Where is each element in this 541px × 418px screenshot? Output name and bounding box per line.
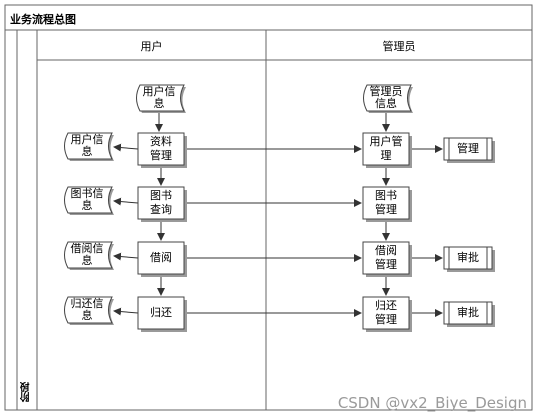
user-info-doc-label: 用户信 息 — [142, 85, 176, 110]
admin-process-user-mgmt — [362, 132, 410, 166]
user-process-borrow — [137, 241, 185, 275]
admin-info-doc — [363, 84, 412, 112]
user-data-doc-profile-mgmt — [64, 132, 113, 160]
user-data-doc-book-search — [64, 186, 113, 214]
watermark: CSDN @vx2_Biye_Design — [337, 394, 527, 412]
arrow-user-to-doc-book-search — [113, 197, 139, 206]
lane-header-admin: 管理员 — [382, 40, 416, 53]
admin-process-borrow-mgmt — [362, 241, 410, 275]
stage-label: 阶段 — [21, 382, 32, 402]
user-process-return — [137, 296, 185, 330]
user-data-doc-borrow-label: 借阅信 息 — [70, 242, 104, 267]
user-data-doc-book-search-label: 图书信 息 — [70, 187, 104, 212]
admin-process-user-mgmt-label: 用户管 理 — [369, 135, 403, 162]
admin-process-return-mgmt-label: 归还 管理 — [375, 299, 397, 326]
admin-predefined-2 — [443, 301, 493, 325]
admin-process-book-mgmt-label: 图书 管理 — [375, 189, 397, 216]
connectors — [113, 112, 443, 317]
user-process-return-label: 归还 — [150, 306, 172, 319]
user-process-book-search-label: 图书 查询 — [150, 189, 172, 216]
admin-process-borrow-mgmt-label: 借阅 管理 — [375, 244, 397, 271]
lane-header-user: 用户 — [140, 40, 163, 53]
admin-predefined-1-label: 审批 — [457, 251, 479, 264]
user-data-doc-profile-mgmt-label: 用户信 息 — [70, 133, 104, 158]
admin-predefined-0-label: 管理 — [457, 142, 479, 155]
shapes — [64, 84, 495, 332]
user-data-doc-return-label: 归还信 息 — [70, 297, 104, 322]
user-process-borrow-label: 借阅 — [150, 251, 172, 264]
user-info-doc — [136, 84, 185, 112]
user-data-doc-return — [64, 296, 113, 324]
user-data-doc-borrow — [64, 241, 113, 269]
admin-process-return-mgmt — [362, 296, 410, 330]
user-process-profile-mgmt-label: 资料 管理 — [150, 135, 172, 162]
admin-predefined-1 — [443, 246, 493, 270]
admin-predefined-2-label: 审批 — [457, 306, 479, 319]
arrow-user-to-doc-borrow — [113, 252, 139, 261]
arrow-user-to-doc-profile-mgmt — [113, 143, 139, 152]
user-process-book-search — [137, 186, 185, 220]
stage-column — [16, 29, 38, 411]
admin-process-book-mgmt — [362, 186, 410, 220]
admin-info-doc-label: 管理员 信息 — [369, 85, 403, 110]
user-process-profile-mgmt — [137, 132, 185, 166]
admin-predefined-0 — [443, 137, 493, 161]
diagram-title: 业务流程总图 — [10, 13, 76, 26]
arrow-user-to-doc-return — [113, 307, 139, 316]
